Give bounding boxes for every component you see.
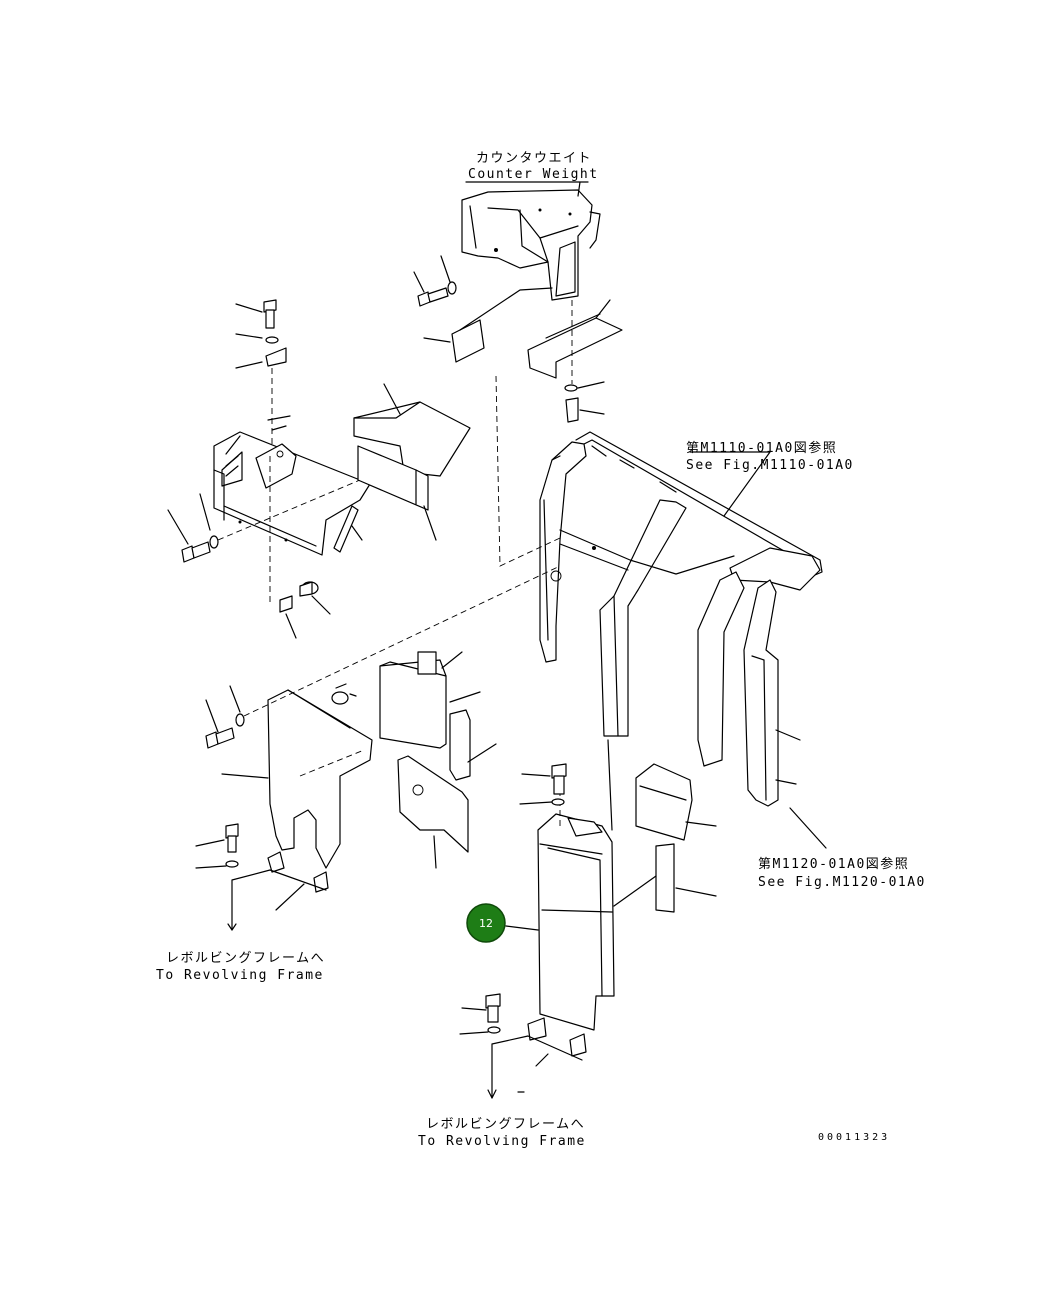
- bolt-bottom: [459, 993, 501, 1035]
- upper-left-cover: [213, 431, 371, 556]
- plate-cw: [423, 287, 553, 363]
- ref2-label-jp: 第M1120-01A0図参照: [758, 856, 909, 872]
- revolving-frame-bottom-jp: レボルビングフレームへ: [426, 1117, 585, 1132]
- upper-bolt-stack: [235, 299, 287, 448]
- callout-circle[interactable]: [466, 903, 506, 943]
- insulation-mid: [379, 651, 497, 869]
- left-bolt-3: [195, 823, 239, 869]
- right-panel-a: [635, 763, 717, 841]
- side-strip: [333, 505, 363, 553]
- bracket-cw: [527, 299, 623, 423]
- bottom-brackets: [487, 1017, 587, 1099]
- left-brackets: [227, 851, 329, 931]
- ref2-label-en: See Fig.M1120-01A0: [758, 875, 926, 890]
- revolving-frame-bottom-en: To Revolving Frame: [418, 1134, 586, 1149]
- bolt-center: [519, 763, 567, 806]
- counter-weight-label-jp: カウンタウエイト: [476, 151, 592, 166]
- drawing-number: 00011323: [818, 1132, 890, 1143]
- counter-weight: [461, 189, 601, 301]
- lower-clip: [269, 456, 331, 639]
- ref1-leader: [689, 451, 771, 517]
- bolt-cw: [413, 255, 457, 307]
- revolving-frame-left-en: To Revolving Frame: [156, 968, 324, 983]
- left-bolt-2: [205, 565, 561, 749]
- right-panel-b: [613, 843, 717, 913]
- lower-left-cover: [221, 683, 373, 869]
- callout-12-leader: [505, 925, 539, 931]
- left-bolt-1: [167, 479, 361, 563]
- revolving-frame-left-jp: レボルビングフレームへ: [166, 951, 325, 966]
- ref1-label-jp: 第M1110-01A0図参照: [686, 440, 837, 456]
- insulation-upper: [353, 383, 471, 541]
- counter-weight-label-en: Counter Weight: [468, 167, 599, 182]
- callout-badge-12[interactable]: 12: [466, 903, 506, 943]
- frame-structure: [495, 375, 823, 807]
- counter-weight-leader: [465, 181, 589, 197]
- callout-number: 12: [479, 917, 493, 930]
- ref2-leader: [789, 807, 827, 849]
- main-cover-12: [537, 739, 615, 1031]
- ref1-label-en: See Fig.M1110-01A0: [686, 458, 854, 473]
